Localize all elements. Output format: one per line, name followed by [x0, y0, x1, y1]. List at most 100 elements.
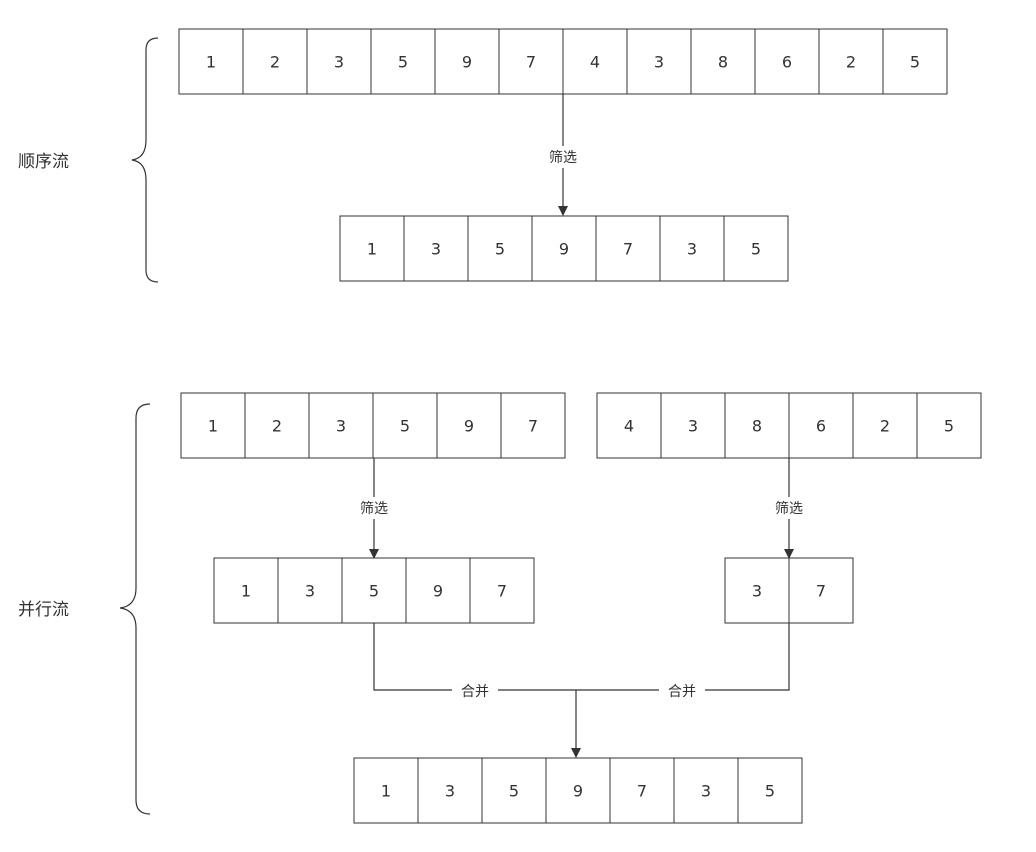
parallel-left-merge-label-bg: [452, 680, 498, 702]
sequential-source-cell: 7: [498, 28, 564, 95]
sequential-result-cell-value: 1: [367, 240, 377, 259]
parallel-right-result-cell: 7: [788, 557, 854, 624]
sequential-source-cell-value: 6: [782, 53, 792, 72]
parallel-left-source-cell-box: [436, 392, 502, 459]
sequential-source-cell-box: [626, 28, 692, 95]
parallel-left-result-cell-value: 1: [241, 582, 251, 601]
sequential-source-cell: 2: [242, 28, 308, 95]
parallel-right-source-cell: 3: [660, 392, 726, 459]
sequential-result-cell: 1: [339, 215, 405, 282]
parallel-left-source-cell-value: 1: [208, 417, 218, 436]
sequential-result-cell-value: 5: [495, 240, 505, 259]
sequential-source-cell-value: 3: [334, 53, 344, 72]
sequential-source-cell-box: [242, 28, 308, 95]
parallel-left-merge-line: [373, 623, 576, 691]
parallel-merged-cell-box: [417, 757, 483, 824]
sequential-filter-label-bg: [540, 146, 586, 168]
parallel-left-merge-label: 合并: [461, 684, 489, 700]
sequential-result-cell: 3: [403, 215, 469, 282]
sequential-source-cell: 5: [882, 28, 948, 95]
sequential-result-cell: 5: [723, 215, 789, 282]
parallel-merged-cell: 7: [609, 757, 675, 824]
sequential-source-cell-box: [882, 28, 948, 95]
sequential-source-cell-value: 2: [270, 53, 280, 72]
sequential-result-cell-value: 3: [687, 240, 697, 259]
sequential-source-cell-box: [434, 28, 500, 95]
sequential-source-cell-value: 2: [846, 53, 856, 72]
parallel-merged-cell-value: 1: [381, 782, 391, 801]
parallel-right-merge-line: [576, 623, 790, 691]
parallel-left-source-cell: 7: [500, 392, 566, 459]
sequential-result-cell-value: 9: [559, 240, 569, 259]
parallel-merged-cell-box: [737, 757, 803, 824]
sequential-source-cell: 9: [434, 28, 500, 95]
parallel-label: 并行流: [18, 600, 69, 620]
parallel-right-source-cell-box: [852, 392, 918, 459]
parallel-right-result-cell-value: 3: [752, 582, 762, 601]
parallel-merged-cell: 5: [481, 757, 547, 824]
parallel-left-source-cell: 3: [308, 392, 374, 459]
parallel-right-source-cell-box: [788, 392, 854, 459]
parallel-left-result-cell: 1: [213, 557, 279, 624]
parallel-right-source-cell: 8: [724, 392, 790, 459]
parallel-left-result-cell-box: [405, 557, 471, 624]
sequential-source-cell-box: [370, 28, 436, 95]
parallel-merged-cell-box: [481, 757, 547, 824]
parallel-left-filter-label-bg: [351, 497, 397, 519]
sequential-source-cell: 6: [754, 28, 820, 95]
parallel-right-source-cell-value: 6: [816, 417, 826, 436]
parallel-merged-cell-value: 7: [637, 782, 647, 801]
sequential-source-cell-box: [562, 28, 628, 95]
parallel-right-merge-label: 合并: [668, 684, 696, 700]
parallel-right-result-cell-box: [788, 557, 854, 624]
sequential-source-cell-value: 4: [590, 53, 600, 72]
parallel-right-source-cell-box: [660, 392, 726, 459]
sequential-result-cell: 3: [659, 215, 725, 282]
parallel-left-source-cell-value: 7: [528, 417, 538, 436]
sequential-source-cell-value: 3: [654, 53, 664, 72]
sequential-result-cell-box: [723, 215, 789, 282]
sequential-source-cell-box: [498, 28, 564, 95]
parallel-left-source-cell-value: 3: [336, 417, 346, 436]
sequential-source-cell-value: 9: [462, 53, 472, 72]
parallel-left-source-cell: 1: [180, 392, 246, 459]
parallel-merged-cell-value: 3: [701, 782, 711, 801]
sequential-source-cell: 1: [178, 28, 244, 95]
parallel-left-source-cell-value: 5: [400, 417, 410, 436]
parallel-right-source-cell-value: 8: [752, 417, 762, 436]
parallel-left-filter-label: 筛选: [360, 501, 388, 517]
sequential-result-cell: 9: [531, 215, 597, 282]
sequential-result-cell-box: [659, 215, 725, 282]
sequential-source-cell-value: 5: [910, 53, 920, 72]
parallel-right-source-cell: 5: [916, 392, 982, 459]
parallel-left-result-cell-value: 3: [305, 582, 315, 601]
parallel-right-source-cell: 4: [596, 392, 662, 459]
sequential-label: 顺序流: [18, 152, 69, 172]
sequential-source-cell-box: [178, 28, 244, 95]
parallel-left-source-cell-box: [308, 392, 374, 459]
parallel-brace: [119, 403, 151, 815]
parallel-merged-cell: 3: [673, 757, 739, 824]
parallel-right-source-cell-value: 4: [624, 417, 634, 436]
parallel-right-merge-label-bg: [659, 680, 705, 702]
parallel-left-result-cell-box: [469, 557, 535, 624]
parallel-right-filter-label: 筛选: [775, 501, 803, 517]
parallel-merged-cell-box: [545, 757, 611, 824]
sequential-source-cell: 8: [690, 28, 756, 95]
parallel-left-source-cell-value: 9: [464, 417, 474, 436]
sequential-result-cell-box: [403, 215, 469, 282]
parallel-left-result-cell-box: [341, 557, 407, 624]
parallel-merged-cell-box: [609, 757, 675, 824]
parallel-left-source-cell-box: [244, 392, 310, 459]
parallel-left-result-cell-value: 9: [433, 582, 443, 601]
parallel-left-result-cell-value: 5: [369, 582, 379, 601]
parallel-left-source-cell: 5: [372, 392, 438, 459]
